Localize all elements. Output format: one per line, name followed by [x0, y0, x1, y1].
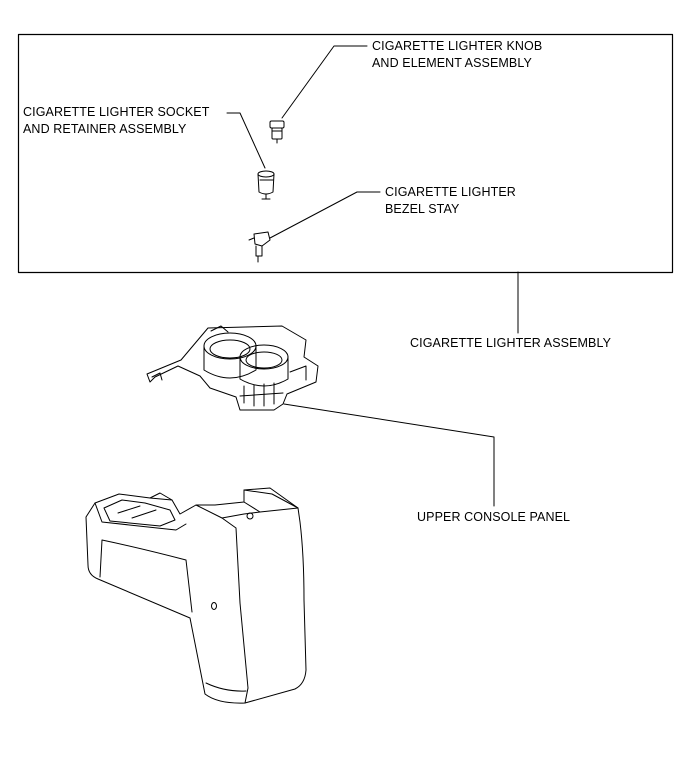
label-bezel-line2: BEZEL STAY	[385, 202, 460, 216]
label-assembly-text: CIGARETTE LIGHTER ASSEMBLY	[410, 336, 612, 350]
label-panel-text: UPPER CONSOLE PANEL	[417, 510, 571, 524]
console-panel-part	[85, 487, 307, 704]
label-knob-line1: CIGARETTE LIGHTER KNOB	[372, 39, 543, 53]
label-knob-line2: AND ELEMENT ASSEMBLY	[372, 56, 532, 70]
label-socket-line2: AND RETAINER ASSEMBLY	[23, 122, 187, 136]
detail-frame	[17, 33, 674, 274]
lighter-assembly-part	[146, 325, 319, 411]
label-socket-line1: CIGARETTE LIGHTER SOCKET	[23, 105, 210, 119]
label-bezel-line1: CIGARETTE LIGHTER	[385, 185, 516, 199]
label-socket: CIGARETTE LIGHTER SOCKET AND RETAINER AS…	[23, 104, 209, 138]
label-bezel: CIGARETTE LIGHTER BEZEL STAY	[385, 184, 516, 218]
leader-knob	[281, 45, 368, 119]
label-knob: CIGARETTE LIGHTER KNOB AND ELEMENT ASSEM…	[372, 38, 542, 72]
leader-bezel	[269, 191, 381, 239]
label-panel: UPPER CONSOLE PANEL	[417, 509, 570, 526]
label-assembly: CIGARETTE LIGHTER ASSEMBLY	[410, 335, 611, 352]
bezel-stay-part	[248, 231, 271, 263]
leader-socket	[226, 112, 266, 169]
socket-part	[257, 170, 275, 200]
leader-panel	[283, 403, 495, 507]
knob-part	[269, 120, 285, 144]
